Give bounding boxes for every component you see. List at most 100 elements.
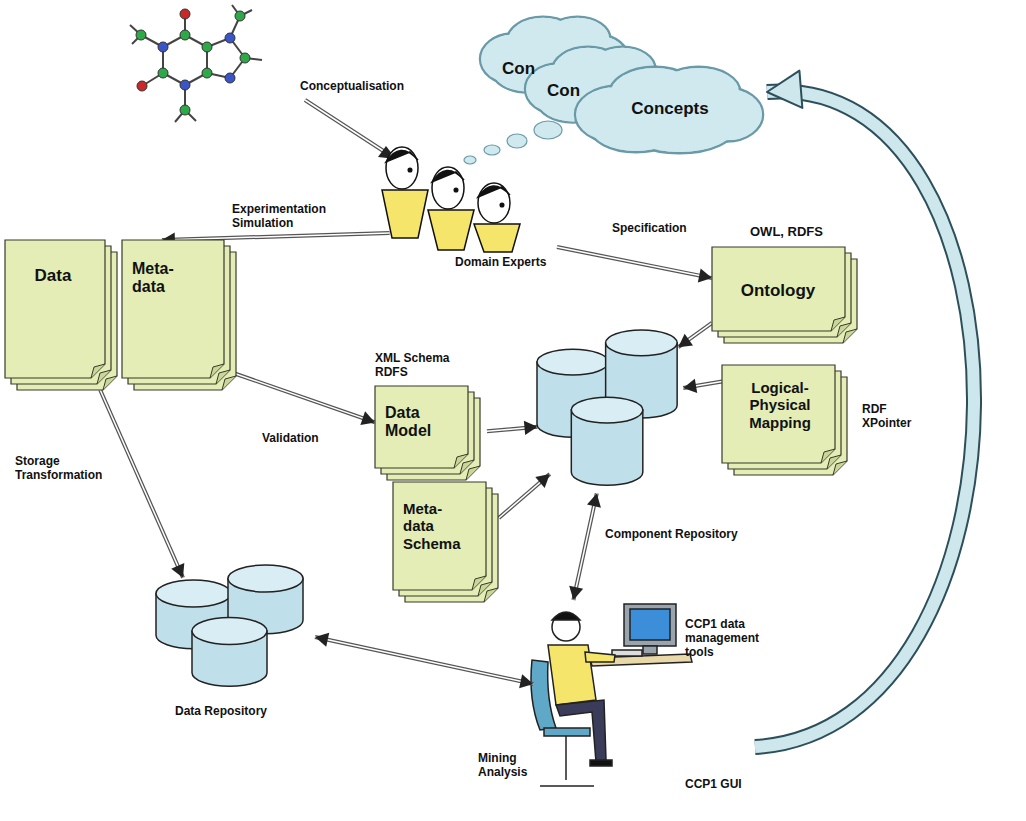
node-text: Meta- data Schema: [403, 500, 467, 552]
molecule-picture: [130, 5, 262, 122]
document-page: [5, 240, 105, 378]
node-text: Logical- Physical Mapping: [738, 379, 822, 431]
arrow-head: [519, 674, 533, 688]
page-fold: [484, 588, 498, 602]
cylinder-top: [156, 580, 231, 607]
text-slot: OWL, RDFS: [750, 225, 860, 240]
document-page: [712, 247, 845, 331]
page-fold: [831, 317, 845, 331]
node-text: Data Model: [385, 404, 457, 441]
node-text: RDF XPointer: [862, 403, 927, 431]
arrow-body: [499, 474, 550, 518]
arrow-head: [569, 586, 583, 600]
node-text: Data: [11, 266, 95, 286]
data-repository: Data Repository: [150, 565, 315, 725]
arrow-outline: [230, 372, 375, 422]
document-page: [375, 386, 468, 468]
ccp1-gui-user: CCP1 data management toolsCCP1 GUI: [520, 600, 787, 810]
connector-arrow: [315, 633, 533, 689]
ontology-document: OWL, RDFS Ontology: [712, 225, 862, 343]
page-fold: [91, 364, 105, 378]
page-fold: [833, 461, 847, 475]
edge-label: Specification: [612, 222, 722, 236]
metadata-document: Meta- data: [122, 240, 236, 390]
text-slot: Meta- data: [132, 260, 194, 297]
text-slot: Domain Experts: [455, 256, 555, 270]
text-slot: Data Repository: [175, 705, 310, 719]
connector-arrow: [569, 493, 601, 600]
domain-experts-picture: [382, 147, 520, 252]
arrow-body: [678, 323, 712, 347]
arrow-head: [171, 563, 184, 578]
conceptualisation-arrow: [305, 100, 396, 159]
text-slot: Ontology: [716, 281, 840, 301]
arrow-head: [767, 71, 802, 108]
text-slot: Data Model: [385, 404, 457, 441]
metadata-schema-document: Meta- data Schema: [393, 482, 501, 602]
page-fold: [454, 454, 468, 468]
arrow-outline: [499, 474, 550, 518]
page-fold: [837, 323, 851, 337]
label-slot: Conceptualisation: [300, 80, 440, 94]
arrow-body: [557, 247, 712, 278]
node-text: Con: [502, 59, 562, 79]
node-text: CCP1 GUI: [685, 778, 780, 792]
node-text: Meta- data: [132, 260, 194, 297]
document-page: [122, 240, 224, 378]
cylinder-top: [228, 565, 303, 592]
node-text: Component Repository: [605, 528, 780, 542]
connector-arrow: [683, 379, 722, 393]
data-document: Data: [5, 240, 117, 390]
page-fold: [843, 329, 857, 343]
connector-arrow: [557, 247, 712, 283]
page-fold: [472, 576, 486, 590]
node-text: CCP1 data management tools: [685, 618, 785, 659]
molecule-atoms: [136, 9, 250, 115]
arrow-body: [573, 493, 596, 600]
arrow-head: [698, 269, 712, 283]
arrow-outline: [100, 390, 183, 578]
text-slot: Con: [502, 59, 562, 79]
page-fold: [827, 455, 841, 469]
node-text: XML Schema RDFS: [375, 352, 485, 380]
page-fold: [478, 582, 492, 596]
doc-shape: [5, 240, 117, 390]
cylinder-top: [192, 618, 267, 645]
domain-experts: Domain Experts: [375, 135, 557, 275]
text-slot: CCP1 data management tools: [685, 618, 785, 659]
node-text: Data Repository: [175, 705, 310, 719]
document-page: [393, 482, 486, 590]
mapping-document: Logical- Physical Mapping RDF XPointer: [722, 365, 929, 475]
edge-label: Mining Analysis: [478, 752, 538, 780]
edge-label: Experimentation Simulation: [232, 203, 357, 231]
arrow-outline: [162, 233, 390, 240]
edge-label: Validation: [262, 432, 352, 446]
connector-arrow: [230, 372, 375, 425]
page-fold: [460, 460, 474, 474]
edge-label: Storage Transformation: [15, 455, 120, 483]
text-slot: Meta- data Schema: [403, 500, 467, 552]
node-text: Domain Experts: [455, 256, 555, 270]
node-text: OWL, RDFS: [750, 225, 860, 240]
arrow-outline: [678, 323, 712, 347]
arrow-head: [315, 633, 329, 647]
page-fold: [222, 376, 236, 390]
node-text: Ontology: [716, 281, 840, 301]
cylinder-top: [571, 397, 643, 423]
text-slot: CCP1 GUI: [685, 778, 780, 792]
node-text: Con: [547, 81, 607, 101]
arrow-outline: [573, 493, 596, 600]
label-slot: Validation: [262, 432, 352, 446]
cyl-shape: [150, 565, 315, 725]
arrow-body: [230, 372, 375, 422]
text-slot: Concepts: [575, 99, 765, 119]
page-fold: [103, 376, 117, 390]
arrow-body: [315, 637, 533, 684]
connector-arrow: [499, 474, 550, 518]
arrow-head: [360, 411, 375, 425]
cylinder-top: [537, 349, 609, 375]
text-slot: RDF XPointer: [862, 403, 927, 431]
arrow-outline: [557, 247, 712, 278]
label-slot: Storage Transformation: [15, 455, 120, 483]
page-fold: [821, 449, 835, 463]
